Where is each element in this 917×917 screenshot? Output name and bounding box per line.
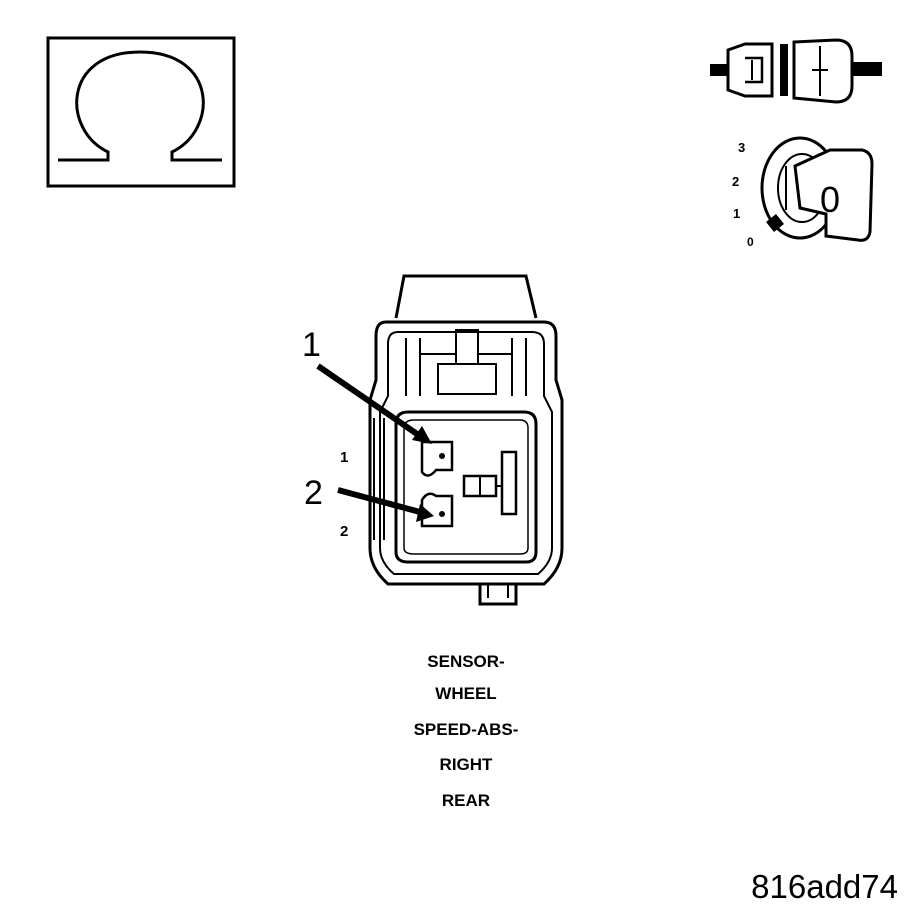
ignition-key-off-icon: 3 2 1 0 0 [732, 136, 874, 249]
ignition-position-0: 0 [747, 235, 754, 249]
connector-caption: SENSOR- WHEEL SPEED-ABS- RIGHT REAR [414, 652, 519, 810]
disconnect-connector-icon [710, 38, 882, 104]
cavity-label-1: 1 [340, 449, 348, 466]
callout-arrows [316, 363, 434, 522]
ignition-position-1: 1 [733, 206, 740, 221]
callout-1: 1 [302, 326, 321, 364]
caption-line-1: SENSOR- [427, 652, 504, 671]
figure-code: 816add74 [751, 868, 898, 905]
caption-line-2: WHEEL [435, 684, 496, 703]
callout-2: 2 [304, 474, 323, 512]
ohm-symbol-text: Ω [0, 0, 1, 1]
caption-line-4: RIGHT [440, 755, 494, 774]
caption-line-3: SPEED-ABS- [414, 720, 519, 739]
ohm-meter-icon: Ω [0, 0, 236, 188]
cavity-label-2: 2 [340, 523, 348, 540]
ignition-position-3: 3 [738, 140, 745, 155]
caption-line-5: REAR [442, 791, 490, 810]
ignition-position-2: 2 [732, 174, 739, 189]
key-glyph: 0 [820, 179, 840, 220]
sensor-connector-face [368, 274, 564, 606]
